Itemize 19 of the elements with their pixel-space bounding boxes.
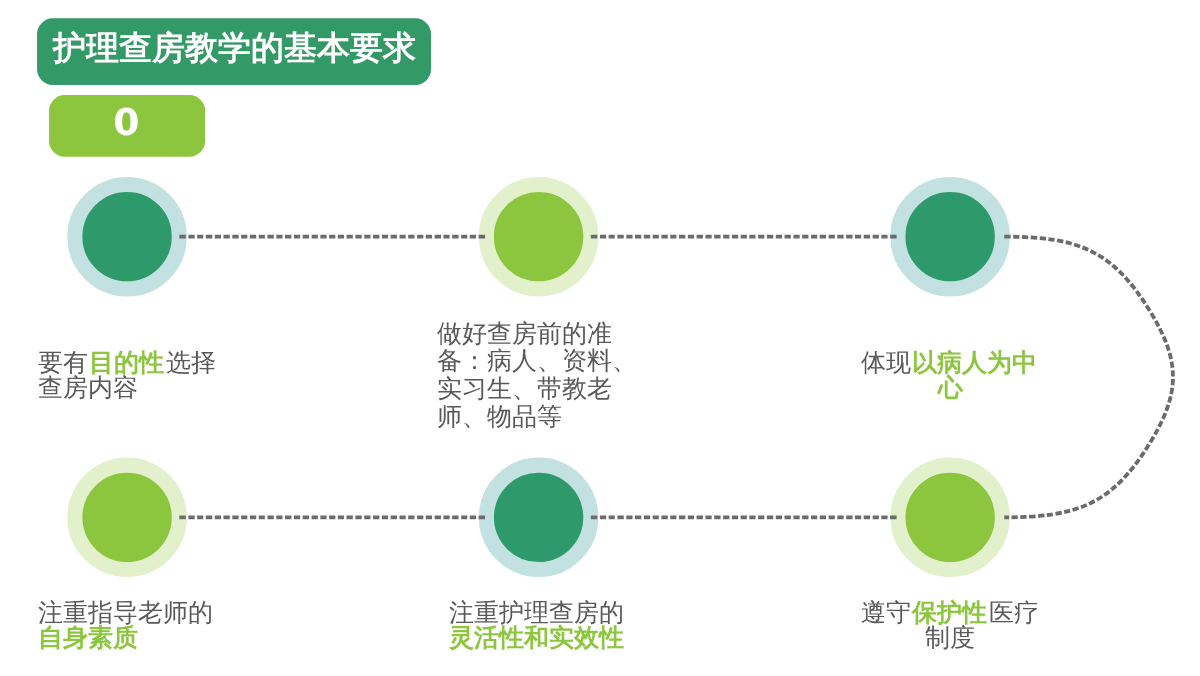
connector — [590, 515, 898, 520]
node-circle — [890, 176, 1010, 297]
connector — [179, 234, 487, 239]
node-label: 注重指导老师的自身素质 — [37, 598, 213, 653]
node-label: 体现以病人为中心 — [860, 347, 1038, 402]
node-label: 要有目的性选择查房内容 — [37, 347, 217, 402]
node-circle — [478, 176, 599, 297]
label: 0 — [113, 99, 140, 144]
node-circle — [478, 457, 599, 578]
connector — [179, 515, 487, 520]
diagram-title: 护理查房教学的基本要求 — [52, 29, 416, 67]
node-circle — [67, 176, 187, 297]
connector — [590, 234, 898, 239]
node-circle — [890, 457, 1010, 578]
node-label: 注重护理查房的灵活性和实效性 — [449, 598, 625, 653]
node-label: 遵守保护性医疗制度 — [860, 598, 1040, 653]
node-label: 做好查房前的准备：病人、资料、实习生、带教老师、物品等 — [436, 318, 637, 431]
node-circle — [67, 457, 187, 578]
connector — [1004, 234, 1175, 520]
